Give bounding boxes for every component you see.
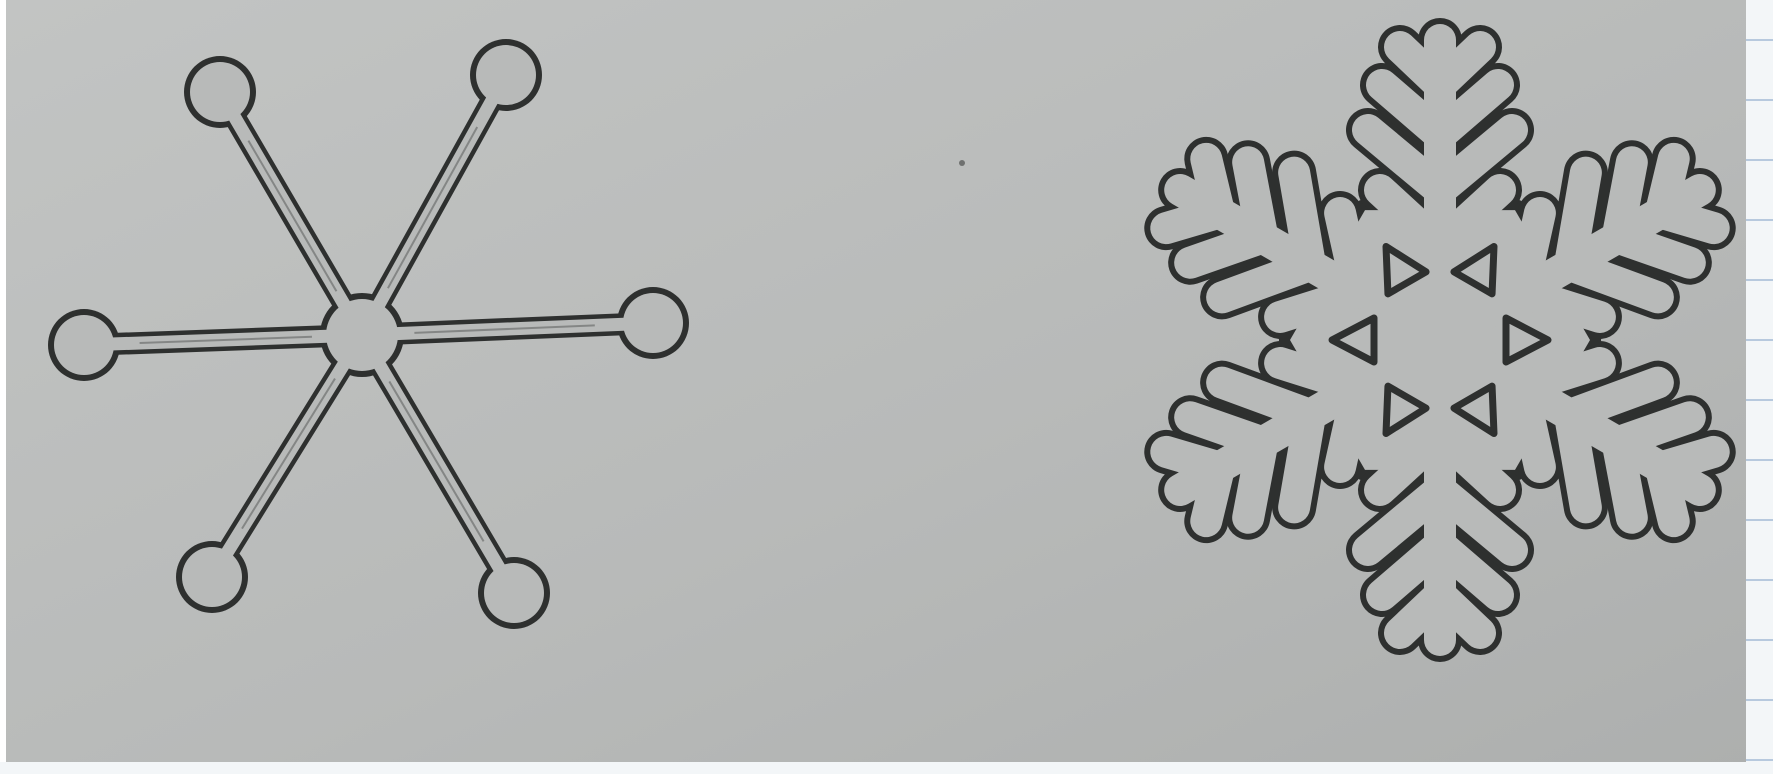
flake-hole — [1450, 382, 1498, 438]
flake-branch — [1424, 31, 1496, 101]
flake-branch — [1174, 401, 1279, 459]
flake-arm — [1150, 344, 1422, 538]
flake-branch — [1366, 529, 1456, 611]
flake-branch — [1278, 156, 1327, 281]
flake-branch — [1384, 579, 1456, 649]
flake-branch — [1601, 221, 1706, 279]
flake-hole-outline — [1328, 314, 1378, 366]
flake-branch — [1264, 347, 1374, 404]
star-arm-inner-line — [414, 324, 595, 334]
flake-branch — [1506, 371, 1556, 483]
flake-branch — [1506, 276, 1616, 333]
star-arm-inner-line — [241, 378, 336, 530]
flake-branch — [1424, 69, 1514, 151]
star-arm-inner-line — [387, 126, 479, 289]
flake-branch — [1424, 114, 1528, 206]
flake-arm — [1150, 142, 1422, 336]
flake-branch — [1206, 366, 1327, 431]
photo-bottom-edge — [0, 762, 1773, 774]
flake-branch — [1324, 197, 1374, 309]
flake-branch — [1232, 146, 1279, 254]
flake-branch — [1601, 426, 1648, 534]
flake-hole-outline — [1382, 242, 1430, 298]
flake-hole — [1450, 242, 1498, 298]
flake-hole-outline — [1450, 382, 1498, 438]
star-knob-fill — [54, 315, 114, 375]
flake-branch — [1352, 474, 1456, 566]
star-snowflake-icon — [48, 39, 689, 629]
speck — [959, 160, 965, 166]
flake-branch — [1364, 419, 1456, 506]
star-hub-fill — [326, 299, 398, 371]
star-arm-inner-line — [388, 380, 485, 542]
flake-hole — [1382, 242, 1430, 298]
flake-arm — [1352, 364, 1528, 656]
star-knob-fill — [623, 293, 683, 353]
flake-branch — [1150, 435, 1236, 484]
flake-branch — [1644, 451, 1690, 538]
flake-arm — [1458, 344, 1730, 538]
flake-branch — [1553, 249, 1674, 314]
flake-branch — [1553, 399, 1602, 524]
star-knob-fill — [182, 547, 242, 607]
flake-layer — [1150, 24, 1730, 656]
flake-arm — [1352, 24, 1528, 316]
dendrite-snowflake-icon — [1144, 18, 1736, 662]
star-knob-fill — [484, 563, 544, 623]
flake-hole — [1382, 382, 1430, 438]
flake-hole — [1328, 314, 1378, 366]
flake-branch — [1644, 196, 1730, 245]
flake-hole-outline — [1382, 382, 1430, 438]
flake-hole-outline — [1450, 242, 1498, 298]
star-knob-fill — [476, 45, 536, 105]
star-arm-inner-line — [247, 140, 338, 292]
star-arm-inner-line — [139, 335, 312, 344]
flake-hole — [1502, 314, 1552, 366]
flake-hole-outline — [1502, 314, 1552, 366]
flake-branch — [1424, 174, 1516, 261]
flake-branch — [1190, 142, 1236, 229]
star-knob-fill — [190, 62, 250, 122]
flake-arm — [1458, 142, 1730, 336]
